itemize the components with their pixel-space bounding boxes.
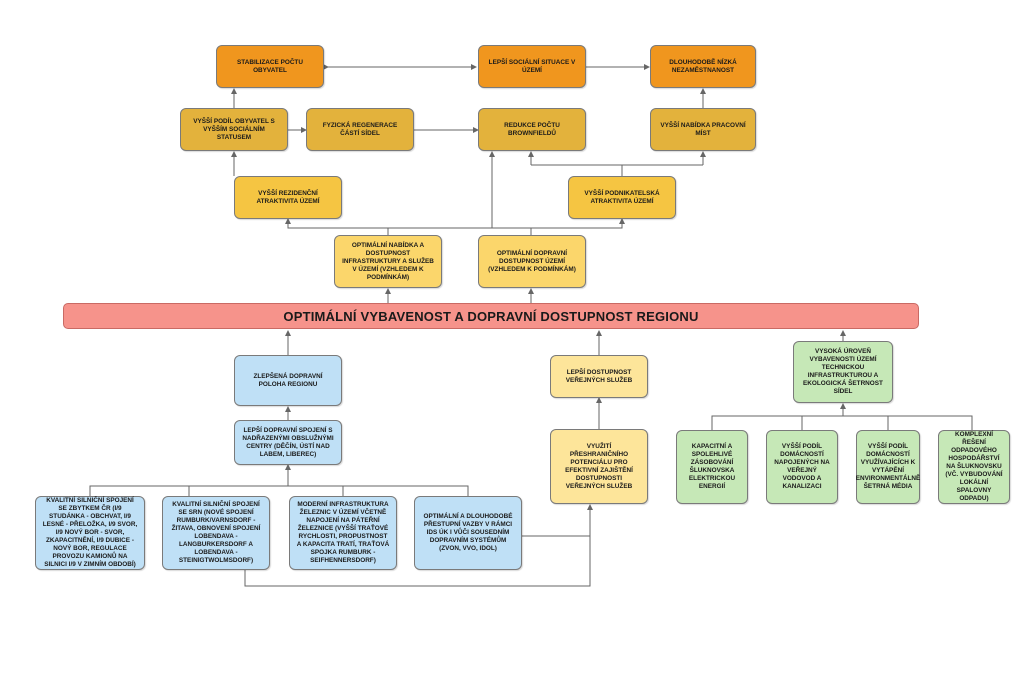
node-silnicni-cr: KVALITNÍ SILNIČNÍ SPOJENÍ SE ZBYTKEM ČR … — [35, 496, 145, 570]
node-spojeni-centra: LEPŠÍ DOPRAVNÍ SPOJENÍ S NADŘAZENÝMI OBS… — [234, 420, 342, 465]
node-vodovod: VYŠŠÍ PODÍL DOMÁCNOSTÍ NAPOJENÝCH NA VEŘ… — [766, 430, 838, 504]
node-verejne-sluzby: LEPŠÍ DOSTUPNOST VEŘEJNÝCH SLUŽEB — [550, 355, 648, 398]
node-zeleznice: MODERNÍ INFRASTRUKTURA ŽELEZNIC V ÚZEMÍ … — [289, 496, 397, 570]
connector-loop-preshr — [244, 505, 591, 587]
node-preshranicni: VYUŽITÍ PŘESHRANIČNÍHO POTENCIÁLU PRO EF… — [550, 429, 648, 504]
main-goal-banner: OPTIMÁLNÍ VYBAVENOST A DOPRAVNÍ DOSTUPNO… — [63, 303, 919, 329]
node-odpady: KOMPLEXNÍ ŘEŠENÍ ODPADOVÉHO HOSPODÁŘSTVÍ… — [938, 430, 1010, 504]
node-vybavenost-tech: VYSOKÁ ÚROVEŇ VYBAVENOSTI ÚZEMÍ TECHNICK… — [793, 341, 893, 403]
node-dopravni-poloha: ZLEPŠENÁ DOPRAVNÍ POLOHA REGIONU — [234, 355, 342, 406]
connector-greenrow-branch — [711, 404, 973, 430]
connector-doprava-branch — [530, 219, 623, 235]
node-stabilizace: STABILIZACE POČTU OBYVATEL — [216, 45, 324, 88]
node-regenerace: FYZICKÁ REGENERACE ČÁSTÍ SÍDEL — [306, 108, 414, 151]
connector-bluerow-branch — [89, 465, 469, 496]
node-pracovni-mista: VYŠŠÍ NABÍDKA PRACOVNÍ MÍST — [650, 108, 756, 151]
node-ids-vazby: OPTIMÁLNÍ A DLOUHODOBÉ PŘESTUPNÍ VAZBY V… — [414, 496, 522, 570]
node-silnicni-srn: KVALITNÍ SILNIČNÍ SPOJENÍ SE SRN (NOVÉ S… — [162, 496, 270, 570]
node-nabidka-infra: OPTIMÁLNÍ NABÍDKA A DOSTUPNOST INFRASTRU… — [334, 235, 442, 288]
node-nezamestnanost: DLOUHODOBĚ NÍZKÁ NEZAMĚSTNANOST — [650, 45, 756, 88]
node-podnikatelska: VYŠŠÍ PODNIKATELSKÁ ATRAKTIVITA ÚZEMÍ — [568, 176, 676, 219]
node-vytapeni: VYŠŠÍ PODÍL DOMÁCNOSTÍ VYUŽÍVAJÍCÍCH K V… — [856, 430, 920, 504]
node-zasobovani: KAPACITNÍ A SPOLEHLIVÉ ZÁSOBOVÁNÍ ŠLUKNO… — [676, 430, 748, 504]
node-rezidencni: VYŠŠÍ REZIDENČNÍ ATRAKTIVITA ÚZEMÍ — [234, 176, 342, 219]
node-brownfieldy: REDUKCE POČTU BROWNFIELDŮ — [478, 108, 586, 151]
node-dopravni-dostupnost: OPTIMÁLNÍ DOPRAVNÍ DOSTUPNOST ÚZEMÍ (VZH… — [478, 235, 586, 288]
connector-podn-branch — [530, 152, 704, 176]
connector-infra-branch — [287, 219, 389, 235]
node-socialni-situace: LEPŠÍ SOCIÁLNÍ SITUACE V ÚZEMÍ — [478, 45, 586, 88]
node-podil-obyvatel: VYŠŠÍ PODÍL OBYVATEL S VYŠŠÍM SOCIÁLNÍM … — [180, 108, 288, 151]
